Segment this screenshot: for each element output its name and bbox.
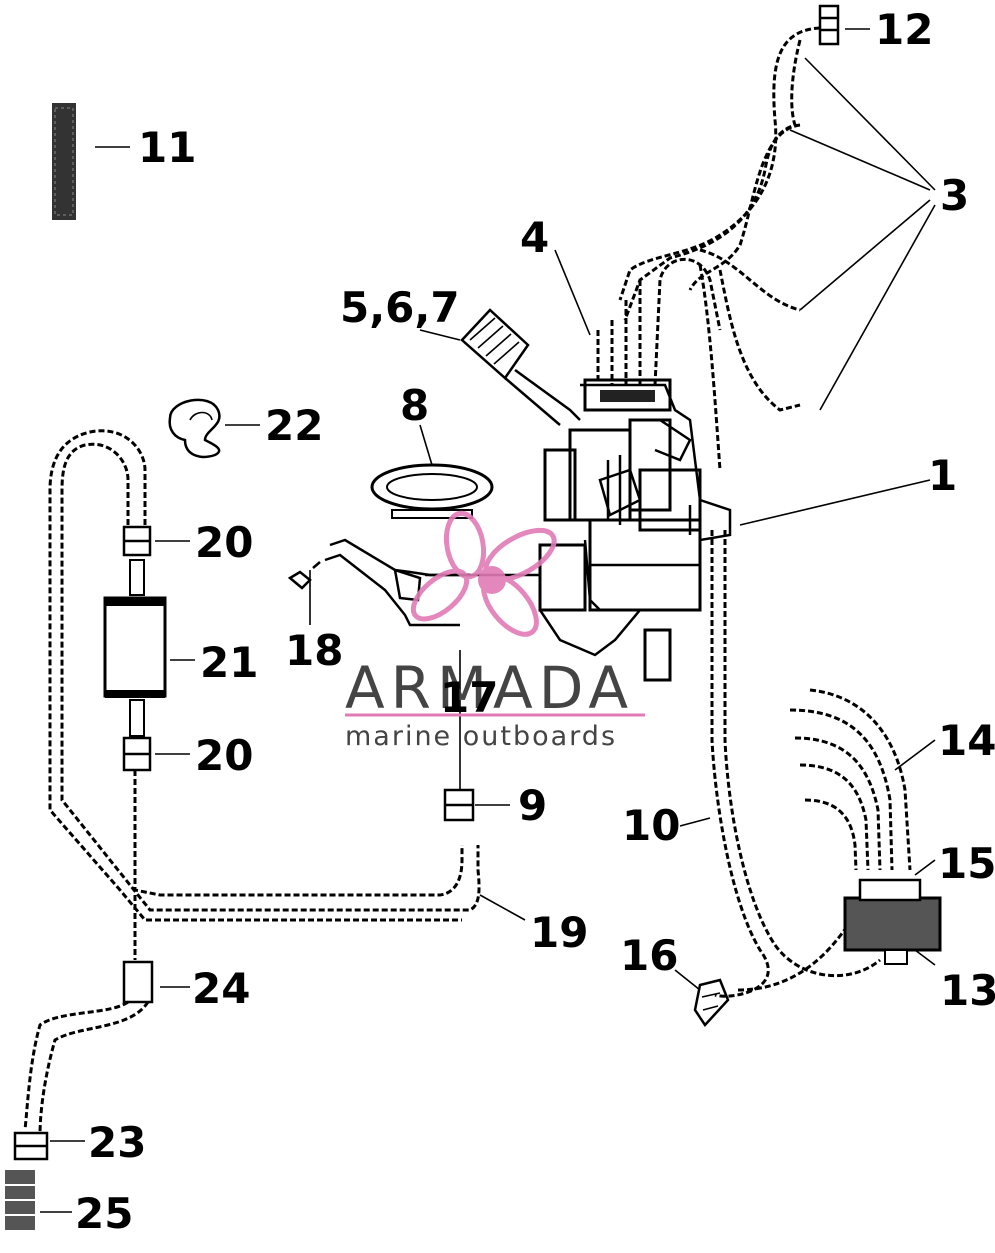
callout-1: 1: [928, 451, 957, 500]
callout-11: 11: [138, 123, 196, 172]
part-3-hoses: [618, 26, 821, 471]
callout-22: 22: [265, 401, 323, 450]
part-1-oil-tank-assembly: [538, 257, 732, 682]
callout-5-6-7: 5,6,7: [340, 283, 460, 332]
right-harness: [693, 530, 942, 1028]
callout-19: 19: [530, 908, 588, 957]
callout-16: 16: [620, 931, 678, 980]
callout-12: 12: [875, 5, 933, 54]
part-11-strip: [52, 103, 76, 220]
callout-4: 4: [520, 213, 549, 262]
callout-10: 10: [622, 801, 680, 850]
callout-9: 9: [518, 781, 547, 830]
part-5-6-7-element: [460, 308, 581, 426]
callout-25: 25: [75, 1189, 133, 1238]
callout-3: 3: [940, 171, 969, 220]
callout-21: 21: [200, 638, 258, 687]
callout-8: 8: [400, 381, 429, 430]
part-22-clip: [168, 398, 221, 459]
callout-23: 23: [88, 1118, 146, 1167]
watermark-subtitle: marine outboards: [345, 721, 617, 752]
callout-17: 17: [440, 673, 498, 722]
part-18-screw: [287, 561, 321, 590]
watermark-title: ARMADA: [345, 654, 634, 722]
callout-13: 13: [940, 966, 995, 1015]
armada-logo: [410, 510, 557, 637]
part-8-gasket: [370, 463, 494, 519]
left-fuel-line: [5, 429, 481, 1230]
part-12-clamp: [818, 4, 840, 46]
leader-lines: [40, 28, 936, 1213]
callout-14: 14: [938, 716, 995, 765]
callout-15: 15: [938, 839, 995, 888]
callout-20-bottom: 20: [195, 731, 253, 780]
callout-18: 18: [285, 626, 343, 675]
callout-20-top: 20: [195, 518, 253, 567]
callout-24: 24: [192, 964, 250, 1013]
